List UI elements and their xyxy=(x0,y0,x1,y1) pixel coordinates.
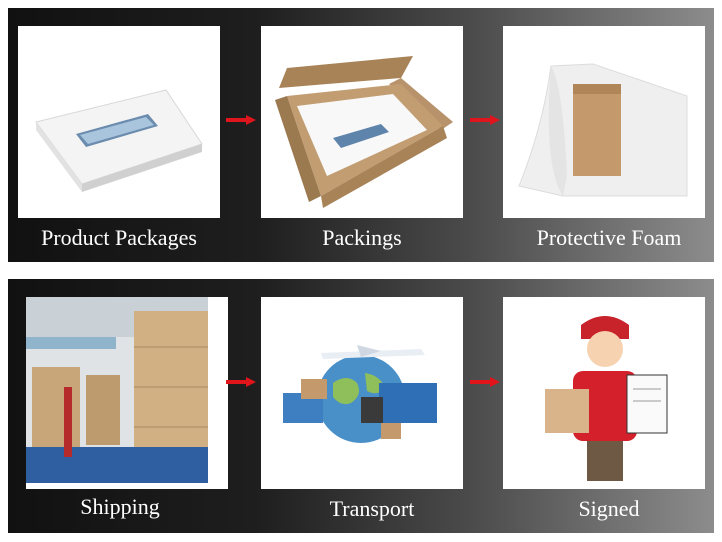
step-label-transport: Transport xyxy=(330,496,415,522)
step-packings-image xyxy=(261,26,463,218)
step-signed-image xyxy=(503,297,705,489)
step-label-product-packages: Product Packages xyxy=(41,225,197,251)
step-label-shipping: Shipping xyxy=(80,494,159,520)
red-arrow-icon xyxy=(470,377,500,387)
red-arrow-icon xyxy=(226,115,256,125)
red-arrow-icon xyxy=(470,115,500,125)
step-transport-image xyxy=(261,297,463,489)
step-protective-foam-image xyxy=(503,26,705,218)
step-label-protective-foam: Protective Foam xyxy=(537,225,682,251)
step-shipping-image xyxy=(26,297,228,489)
step-label-packings: Packings xyxy=(322,225,401,251)
red-arrow-icon xyxy=(226,377,256,387)
step-label-signed: Signed xyxy=(578,496,639,522)
step-product-packages-image xyxy=(18,26,220,218)
